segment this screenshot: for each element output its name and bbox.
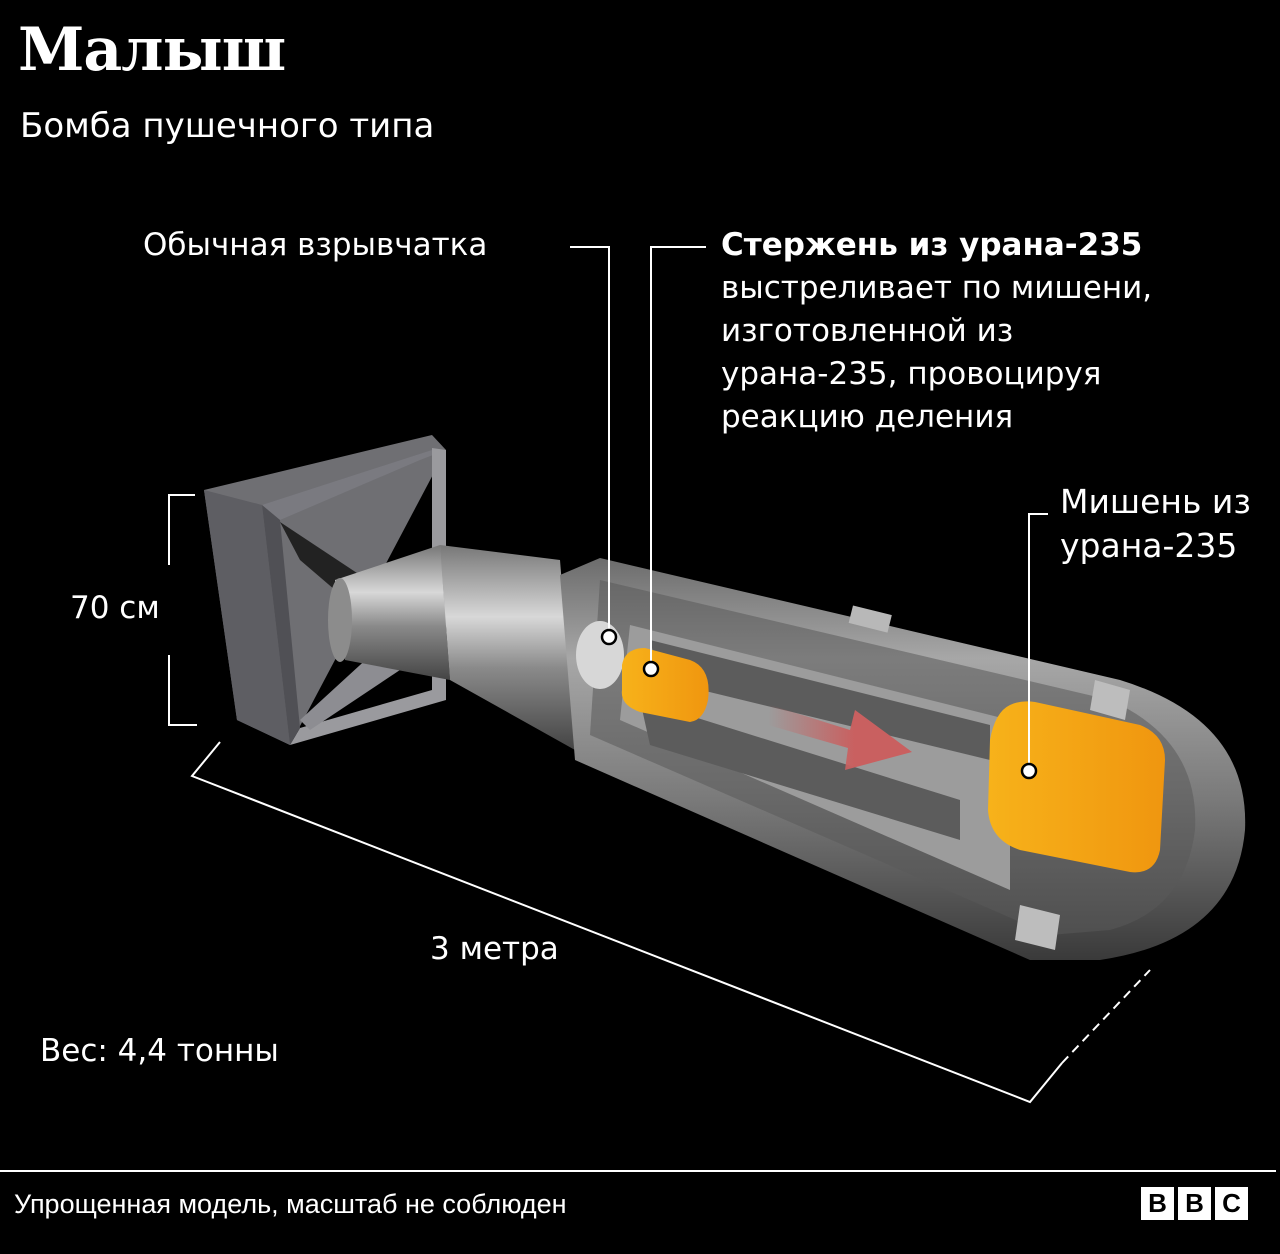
dimension-lines: [168, 494, 1151, 1104]
target-callout: Мишень из урана-235: [1060, 480, 1251, 568]
projectile-desc-line: реакцию деления: [721, 399, 1014, 435]
footer-note: Упрощенная модель, масштаб не соблюден: [14, 1189, 567, 1219]
page-title: Малыш: [18, 15, 286, 85]
explosive-label: Обычная взрывчатка: [143, 227, 488, 263]
bbc-logo-letter: C: [1215, 1187, 1248, 1220]
weight-label: Вес: 4,4 тонны: [40, 1033, 279, 1069]
height-dimension-label: 70 см: [70, 590, 160, 626]
leader-lines: [570, 246, 1048, 770]
tail-fin-box: [204, 435, 446, 745]
bbc-logo-letter: B: [1141, 1187, 1174, 1220]
tail-cone: [328, 545, 575, 750]
projectile-desc-line: выстреливает по мишени,: [721, 270, 1153, 306]
footer-divider: [0, 1170, 1276, 1172]
projectile-desc-line: изготовленной из: [721, 313, 1014, 349]
projectile-desc-line: урана-235, провоцируя: [721, 356, 1102, 392]
target-label-line: Мишень из: [1060, 482, 1251, 521]
projectile-heading: Стержень из урана-235: [721, 227, 1143, 263]
bbc-logo-letter: B: [1178, 1187, 1211, 1220]
length-dimension-label: 3 метра: [430, 931, 559, 967]
bomb-body: [560, 558, 1246, 960]
page-subtitle: Бомба пушечного типа: [20, 106, 435, 146]
callout-dots: [600, 628, 1038, 780]
projectile-callout: Стержень из урана-235 выстреливает по ми…: [721, 224, 1152, 439]
bbc-logo: B B C: [1141, 1187, 1248, 1220]
target-label-line: урана-235: [1060, 526, 1238, 565]
